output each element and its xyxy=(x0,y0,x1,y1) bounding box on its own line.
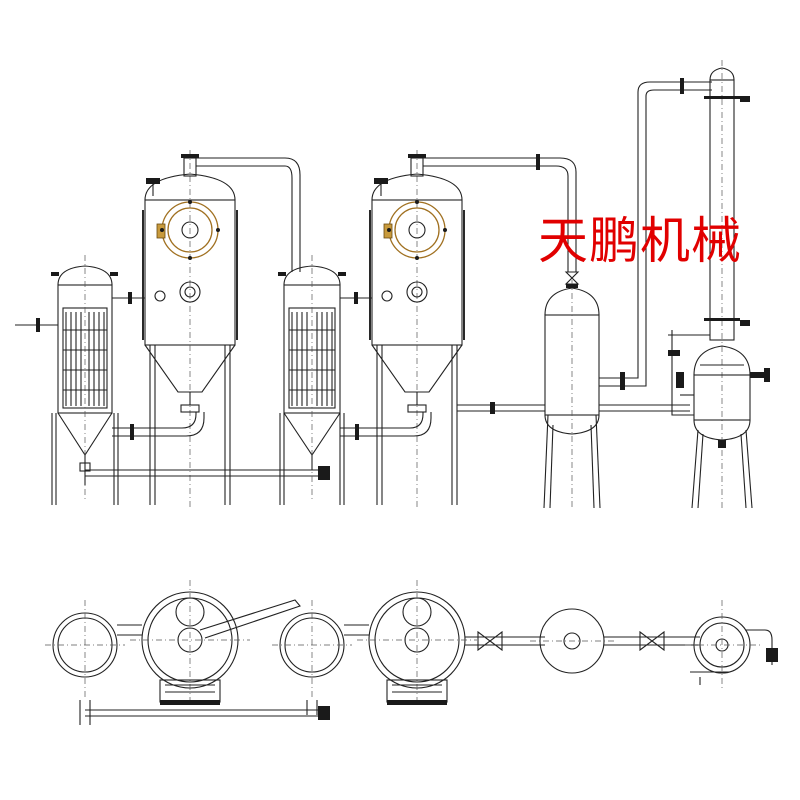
plan-heater-1 xyxy=(45,600,125,725)
company-watermark: 天鹏机械 xyxy=(538,212,742,270)
heater-1 xyxy=(15,255,119,505)
plan-heater-2 xyxy=(272,600,352,715)
return-pipe-1 xyxy=(112,412,205,440)
separator xyxy=(543,280,601,510)
sight-glass-2 xyxy=(383,200,447,260)
heater-2-coil xyxy=(289,312,335,406)
evaporator-1 xyxy=(112,150,238,510)
plan-condenser xyxy=(685,600,778,690)
condenser-column xyxy=(668,60,770,510)
heater-1-coil xyxy=(63,312,107,406)
plan-evaporator-2 xyxy=(344,580,477,705)
plan-evaporator-1 xyxy=(117,580,250,705)
heater-2 xyxy=(278,255,346,505)
plan-view xyxy=(45,580,778,725)
evaporator-2 xyxy=(340,150,465,510)
riser-pipe xyxy=(599,78,712,390)
sight-glass-1 xyxy=(156,200,220,260)
plan-separator xyxy=(530,608,615,674)
front-elevation xyxy=(15,60,770,510)
vapor-pipe-1 xyxy=(196,157,301,272)
